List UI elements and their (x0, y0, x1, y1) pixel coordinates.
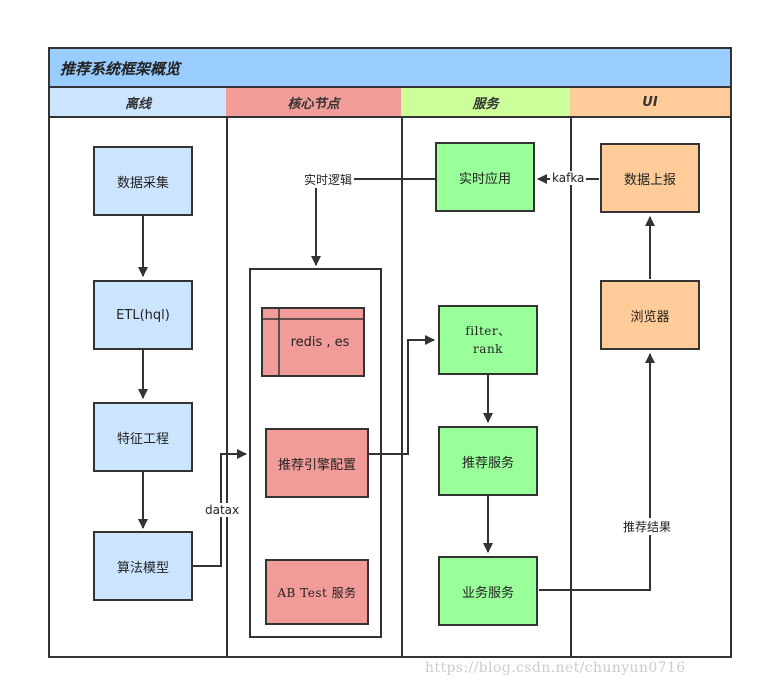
node-browser[interactable]: 浏览器 (600, 280, 700, 350)
lane-header-offline: 离线 (48, 88, 228, 118)
lane-offline (48, 118, 226, 658)
node-realtime-app[interactable]: 实时应用 (435, 142, 535, 212)
arrow-biz-to-browser (539, 353, 655, 591)
node-ab-test[interactable]: AB Test 服务 (265, 559, 369, 625)
node-etl[interactable]: ETL(hql) (93, 280, 193, 350)
label-datax: datax (203, 503, 242, 517)
diagram-title-bar: 推荐系统框架概览 (48, 47, 732, 88)
node-algorithm-model[interactable]: 算法模型 (93, 531, 193, 601)
lane-header-ui: UI (570, 88, 732, 118)
lane-ui (570, 118, 732, 658)
node-data-collection[interactable]: 数据采集 (93, 146, 193, 216)
watermark: https://blog.csdn.net/chunyun0716 (425, 660, 686, 676)
node-redis-es-label: redis , es (290, 334, 350, 350)
node-biz-service[interactable]: 业务服务 (438, 556, 538, 626)
label-realtime-logic: 实时逻辑 (302, 171, 355, 188)
lane-service (401, 118, 570, 658)
arrow-engine-to-filter (369, 335, 435, 455)
label-kafka: kafka (550, 171, 587, 185)
node-redis-es[interactable]: redis , es (261, 307, 365, 377)
node-rec-service[interactable]: 推荐服务 (438, 426, 538, 496)
lane-core (226, 118, 401, 658)
arrow-realtime-to-core (311, 178, 435, 266)
lane-header-core: 核心节点 (226, 88, 403, 118)
label-rec-result: 推荐结果 (621, 518, 674, 535)
node-filter-rank[interactable]: filter、 rank (438, 305, 538, 375)
node-rec-engine-config[interactable]: 推荐引擎配置 (265, 428, 369, 498)
diagram-title: 推荐系统框架概览 (60, 60, 181, 78)
table-grid-icon (263, 309, 363, 375)
node-feature-engineering[interactable]: 特征工程 (93, 402, 193, 472)
node-data-report[interactable]: 数据上报 (600, 143, 700, 213)
